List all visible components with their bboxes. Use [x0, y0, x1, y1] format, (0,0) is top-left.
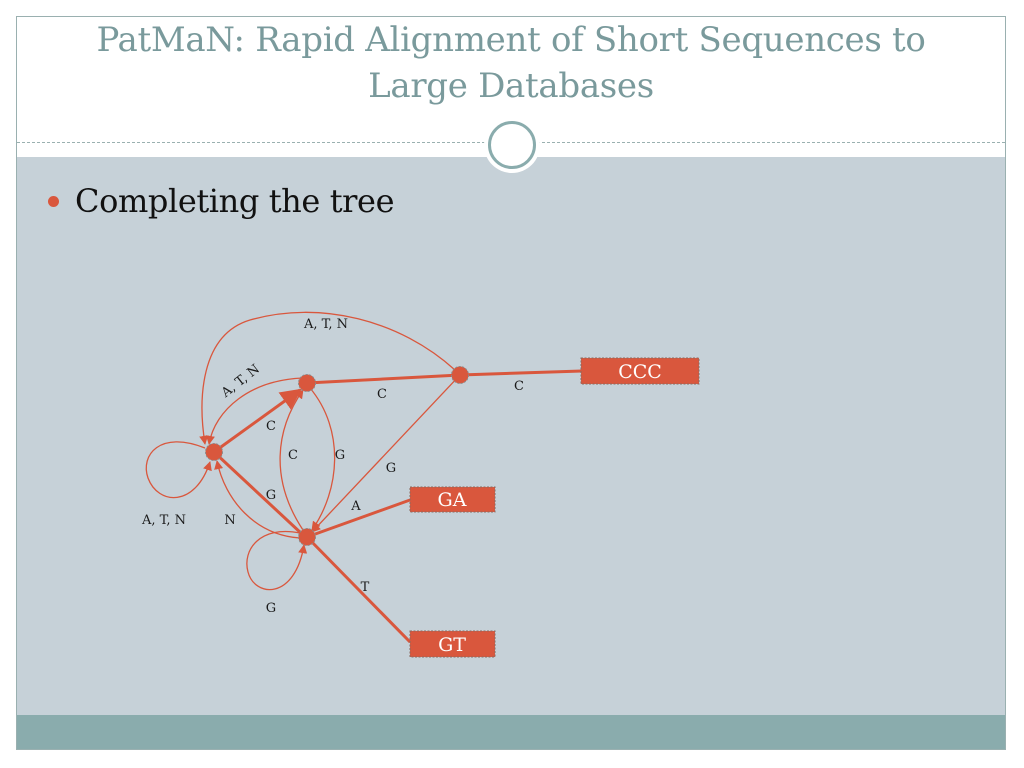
- bullet-item: Completing the tree: [48, 176, 395, 226]
- footer-bar: [17, 715, 1005, 749]
- edge-label: C: [514, 379, 524, 394]
- ornament-ring: [488, 121, 536, 169]
- result-box-ccc: [580, 357, 700, 385]
- bullet-dot-icon: [48, 195, 59, 207]
- edge-n3-self: [246, 530, 308, 591]
- edge-n2-n3: [309, 387, 336, 531]
- slide-title-line-2: Large Databases: [368, 66, 654, 106]
- edge-n4-n1-arc: [199, 311, 456, 445]
- edge-n3-ga: [306, 498, 411, 539]
- tree-node: [205, 443, 223, 461]
- edge-label: G: [335, 448, 345, 463]
- edge-label: A, T, N: [303, 317, 348, 332]
- edge-label: C: [266, 419, 276, 434]
- result-box-ccc-label: CCC: [618, 361, 662, 383]
- circle-ornament: [484, 117, 540, 173]
- edge-n2-n4: [306, 373, 461, 385]
- bullet-text: Completing the tree: [75, 182, 395, 220]
- edge-label: C: [377, 387, 387, 402]
- edge-label: G: [266, 601, 276, 616]
- edge-n1-self: [145, 441, 212, 499]
- result-box-gt: [409, 630, 496, 658]
- result-box-ga-label: GA: [438, 489, 467, 511]
- edge-label: A, T, N: [141, 513, 186, 528]
- edge-n4-n3: [311, 374, 461, 533]
- slide-title-line-1: PatMaN: Rapid Alignment of Short Sequenc…: [96, 20, 926, 60]
- tree-node: [298, 374, 316, 392]
- edge-n1-n3: [212, 450, 304, 536]
- result-box-gt-label: GT: [438, 634, 466, 656]
- edge-label: A: [350, 499, 361, 514]
- edge-n4-ccc: [459, 369, 583, 377]
- result-box-ga: [409, 486, 496, 513]
- edge-n1-n2: [213, 388, 302, 454]
- ornament-ring-inner: [496, 129, 528, 161]
- edge-label: T: [361, 580, 370, 595]
- edge-label: G: [266, 488, 276, 503]
- edge-label: N: [224, 513, 235, 528]
- tree-node: [451, 366, 469, 384]
- slide-title: PatMaN: Rapid Alignment of Short Sequenc…: [17, 17, 1005, 109]
- edge-label: C: [288, 448, 298, 463]
- edge-label: G: [386, 461, 396, 476]
- edge-n3-n1: [214, 460, 301, 539]
- edge-n2-n1-arc: [205, 377, 304, 445]
- edge-n3-n2: [279, 389, 304, 531]
- edge-label: A, T, N: [218, 362, 263, 402]
- content-area: [17, 157, 1005, 715]
- tree-node: [298, 528, 316, 546]
- edge-n3-gt: [305, 535, 412, 644]
